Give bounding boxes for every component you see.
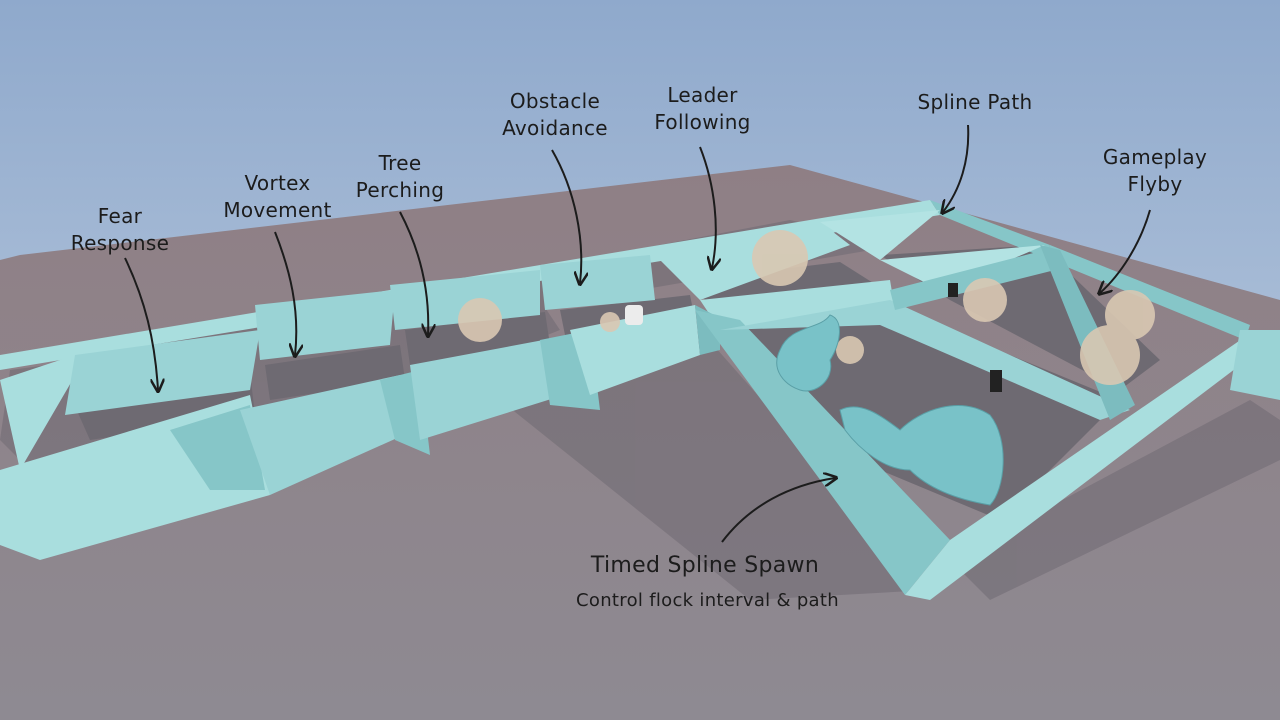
label-gameplay-flyby: Gameplay Flyby <box>1102 145 1208 196</box>
trees <box>458 230 1155 385</box>
doorways <box>948 283 1002 392</box>
label-leader-following: Leader Following <box>654 83 751 134</box>
arrow-tree-perching <box>399 211 428 335</box>
label-spline-path: Spline Path <box>917 90 1033 114</box>
label-timed-spline-spawn: Timed Spline Spawn <box>590 553 820 578</box>
obstacle-cylinder <box>625 305 643 325</box>
arrow-spline-path <box>943 124 970 212</box>
tree-perching-tree <box>458 298 502 342</box>
arrow-vortex-movement <box>274 231 296 355</box>
label-obstacle-avoidance: Obstacle Avoidance <box>502 89 608 140</box>
label-timed-spline-spawn-desc: Control flock interval & path <box>576 590 839 611</box>
arrow-obstacle-avoidance <box>551 149 581 283</box>
arrow-timed-spline-spawn <box>721 478 835 543</box>
arrow-fear-response <box>124 257 158 390</box>
label-vortex-movement: Vortex Movement <box>223 171 332 222</box>
annotation-arrows <box>124 124 1151 543</box>
label-fear-response: Fear Response <box>70 204 170 255</box>
rock-obstacles <box>776 314 1004 506</box>
arrow-gameplay-flyby <box>1100 209 1151 293</box>
divider-walls <box>0 210 1045 470</box>
label-tree-perching: Tree Perching <box>355 151 445 202</box>
arrow-leader-following <box>699 146 716 268</box>
